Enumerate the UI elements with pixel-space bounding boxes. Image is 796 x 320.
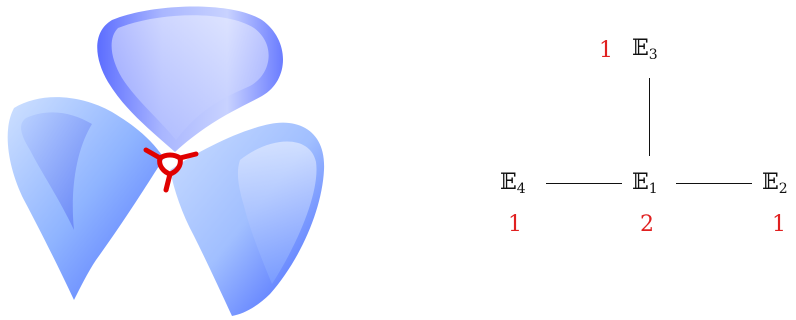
weighted-graph: 𝔼3 1 𝔼4 1 𝔼1 2 𝔼2 1	[470, 0, 796, 320]
node-e3-index: 3	[648, 47, 658, 63]
weight-e2: 1	[772, 212, 786, 237]
weight-e3: 1	[599, 38, 613, 63]
singular-curve	[143, 147, 199, 193]
node-e2: 𝔼2	[762, 170, 788, 197]
node-e4-symbol: 𝔼	[500, 170, 517, 195]
node-e4-index: 4	[516, 181, 526, 197]
weight-e4: 1	[508, 212, 522, 237]
node-e2-symbol: 𝔼	[762, 170, 779, 195]
node-e1-symbol: 𝔼	[632, 170, 649, 195]
surface-left-lobe	[7, 97, 165, 300]
node-e1-index: 1	[648, 181, 658, 197]
edge-e1-e2	[676, 183, 752, 185]
surface-right-lobe	[170, 122, 325, 316]
three-lobed-surface-illustration	[7, 6, 325, 316]
edge-e1-e3	[649, 78, 651, 156]
node-e4: 𝔼4	[500, 170, 526, 197]
surface-top-lobe	[97, 6, 283, 152]
node-e1: 𝔼1	[632, 170, 658, 197]
node-e3-symbol: 𝔼	[632, 36, 649, 61]
node-e2-index: 2	[778, 181, 788, 197]
weight-e1: 2	[640, 212, 654, 237]
edge-e4-e1	[546, 183, 622, 185]
node-e3: 𝔼3	[632, 36, 658, 63]
